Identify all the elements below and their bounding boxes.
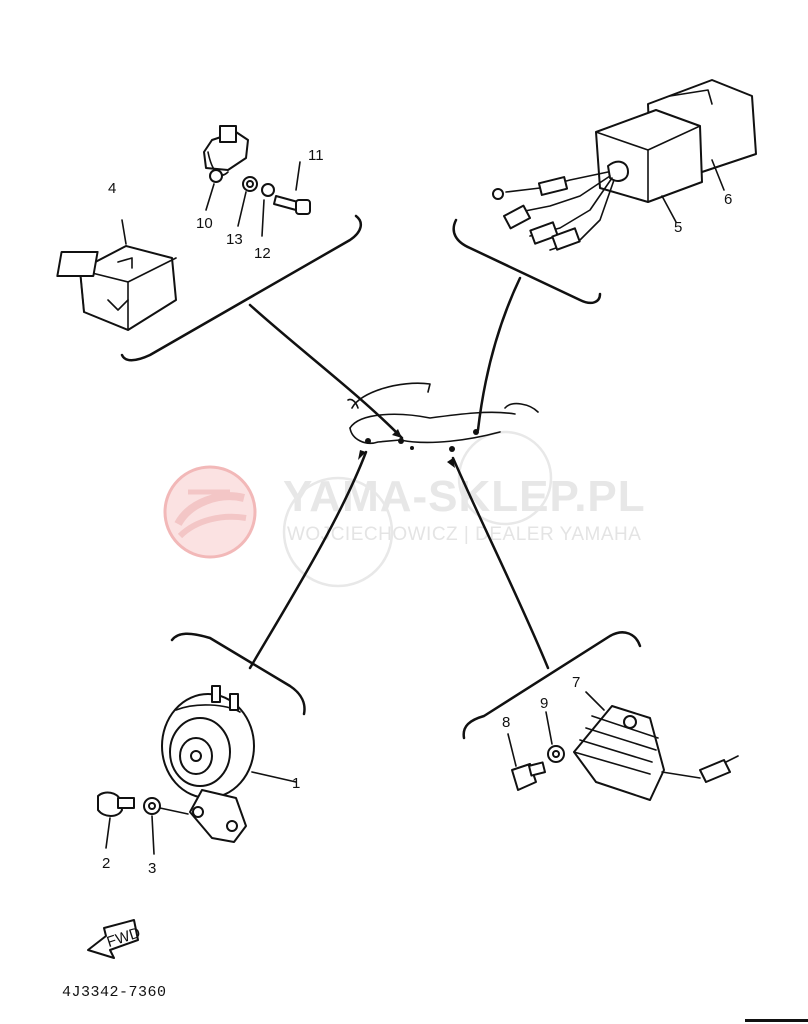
relay-unit (492, 79, 757, 251)
callout-9: 9 (540, 695, 548, 712)
group-brackets (120, 214, 642, 740)
watermark-logo (163, 465, 257, 559)
rectifier-regulator (507, 691, 739, 801)
callout-3: 3 (148, 860, 156, 877)
callout-4: 4 (108, 180, 116, 197)
horn-assembly (97, 685, 297, 855)
leader-lines (248, 276, 550, 670)
callout-7: 7 (572, 674, 580, 691)
watermark-subtitle: WOJCIECHOWICZ | DEALER YAMAHA (287, 524, 642, 545)
callout-11: 11 (308, 147, 324, 164)
diagram-code: 4J3342-7360 (62, 984, 167, 1001)
callout-2: 2 (102, 855, 110, 872)
callout-5: 5 (674, 219, 682, 236)
callout-10: 10 (196, 215, 213, 232)
corner-rule (745, 1019, 808, 1022)
fwd-arrow-icon: FWD (87, 919, 143, 959)
relay-bracket-hardware (203, 125, 311, 237)
callout-numbers: 1 2 3 4 5 6 7 8 9 10 11 12 13 (102, 147, 732, 877)
callout-1: 1 (292, 775, 300, 792)
callout-6: 6 (724, 191, 732, 208)
flasher-relay (56, 219, 177, 331)
callout-8: 8 (502, 714, 510, 731)
motorcycle-outline (282, 382, 553, 588)
callout-13: 13 (226, 231, 243, 248)
callout-12: 12 (254, 245, 271, 262)
